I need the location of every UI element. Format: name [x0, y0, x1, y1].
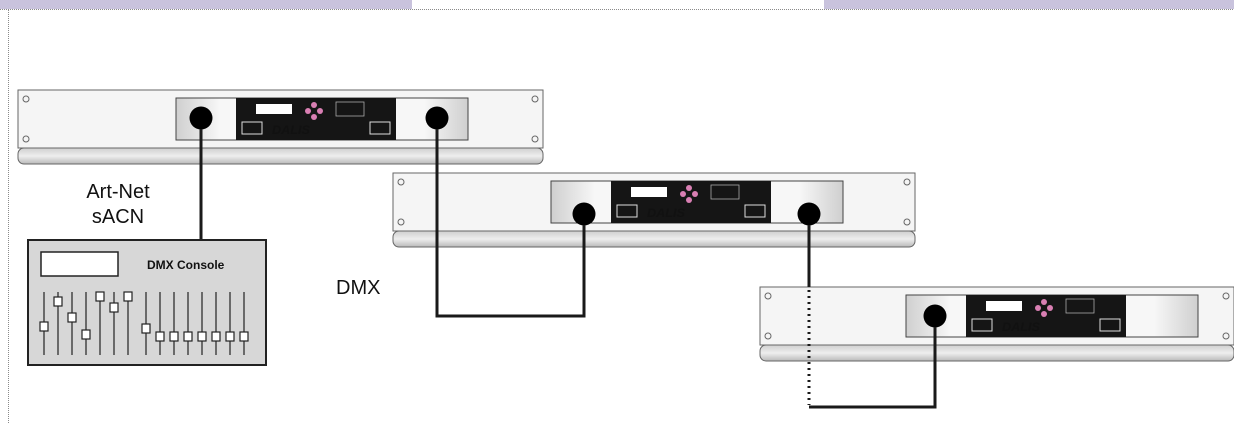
mount-hole	[531, 95, 539, 103]
fader-knob	[239, 331, 249, 342]
connector-in	[189, 106, 213, 130]
device-bar	[392, 230, 916, 248]
lcd-display	[986, 301, 1022, 311]
console-display	[40, 251, 119, 277]
header-band-right	[824, 0, 1234, 9]
console-label: DMX Console	[147, 258, 225, 272]
fader-knob	[53, 296, 63, 307]
brand-label: DALIS	[272, 123, 310, 137]
nav-button-down	[686, 197, 692, 203]
nav-button-left	[305, 108, 311, 114]
cables	[199, 129, 937, 409]
out-port-label	[1099, 318, 1121, 332]
fader-knob	[39, 321, 49, 332]
out-port-label	[369, 121, 391, 135]
console-faders	[39, 291, 249, 355]
mount-hole	[22, 135, 30, 143]
fader-knob	[211, 331, 221, 342]
connector-out	[797, 202, 821, 226]
connector-out	[425, 106, 449, 130]
mount-hole	[22, 95, 30, 103]
dalis-device-2: DALIS	[392, 172, 916, 248]
nav-button-left	[1035, 305, 1041, 311]
mount-hole	[397, 178, 405, 186]
mount-hole	[764, 292, 772, 300]
nav-button-up	[686, 185, 692, 191]
dalis-device-3: DALIS	[759, 286, 1234, 362]
dmx-label: DMX	[336, 277, 380, 299]
mount-hole	[1222, 292, 1230, 300]
spec-sticker	[335, 101, 365, 117]
fader-knob	[95, 291, 105, 302]
fader-knob	[109, 302, 119, 313]
mount-hole	[764, 332, 772, 340]
device-bar	[17, 147, 544, 165]
brand-label: DALIS	[647, 206, 685, 220]
nav-button-right	[317, 108, 323, 114]
fader-knob	[67, 312, 77, 323]
fader-knob	[169, 331, 179, 342]
mount-hole	[397, 218, 405, 226]
mount-hole	[903, 178, 911, 186]
mount-hole	[903, 218, 911, 226]
lcd-display	[631, 187, 667, 197]
mount-hole	[1222, 332, 1230, 340]
fader-knob	[197, 331, 207, 342]
spec-sticker	[710, 184, 740, 200]
protocol-label-sacn: sAСN	[92, 206, 144, 228]
in-port-label	[616, 204, 638, 218]
header-band-left	[0, 0, 412, 9]
lcd-display	[256, 104, 292, 114]
fader-knob	[123, 291, 133, 302]
device-bar	[759, 344, 1234, 362]
connector-in	[572, 202, 596, 226]
dmx-cable-to-device-3	[809, 327, 937, 409]
fader-knob	[81, 329, 91, 340]
protocol-label-artnet: Art-Net	[86, 181, 150, 203]
nav-button-left	[680, 191, 686, 197]
connector-in	[923, 304, 947, 328]
nav-button-down	[1041, 311, 1047, 317]
fader-knob	[155, 331, 165, 342]
in-port-label	[971, 318, 993, 332]
mount-hole	[531, 135, 539, 143]
out-port-label	[744, 204, 766, 218]
fader-knob	[141, 323, 151, 334]
nav-button-right	[1047, 305, 1053, 311]
nav-button-right	[692, 191, 698, 197]
fader-knob	[183, 331, 193, 342]
dmx-console: DMX Console	[27, 239, 267, 366]
dalis-device-1: DALIS	[17, 89, 544, 165]
dmx-cable-device-1-to-device-2	[435, 129, 586, 318]
fader-knob	[225, 331, 235, 342]
nav-button-down	[311, 114, 317, 120]
spec-sticker	[1065, 298, 1095, 314]
header-band	[0, 0, 1234, 10]
in-port-label	[241, 121, 263, 135]
nav-button-up	[311, 102, 317, 108]
nav-button-up	[1041, 299, 1047, 305]
brand-label: DALIS	[1002, 320, 1040, 334]
